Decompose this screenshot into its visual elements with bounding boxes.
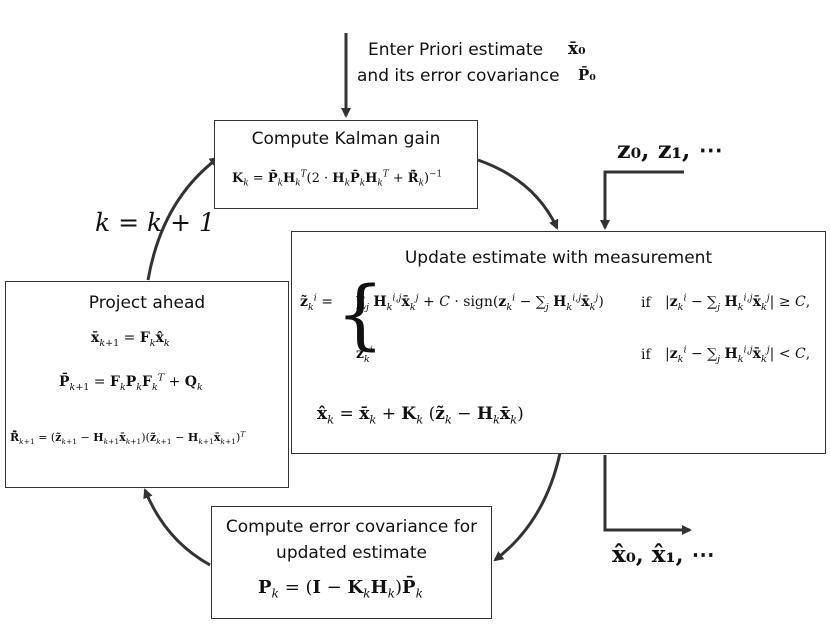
case2-condition: |zki − ∑j Hki,jx̄kj| < C, <box>665 344 811 365</box>
noise-projection-formula: R̃̄k+1 = (z̃k+1 − Hk+1x̄k+1)(z̃k+1 − Hk+… <box>10 429 246 447</box>
entry-label-line2: and its error covariance <box>357 66 560 86</box>
error-covariance-box: Compute error covariance for updated est… <box>211 506 492 619</box>
state-projection-formula: x̄k+1 = Fkx̂k <box>91 330 170 349</box>
covariance-projection-formula: P̄k+1 = FkPkFkT + Qk <box>59 372 203 393</box>
error-covariance-formula: Pk = (I − KkHk)P̄k <box>258 577 423 601</box>
outputs-label: x̂₀, x̂₁, ⋯ <box>612 541 715 568</box>
project-to-gain-arrow <box>146 156 220 281</box>
case2-expression: zki <box>356 344 373 365</box>
case1-if: if <box>641 295 651 311</box>
cases-brace: { <box>336 269 385 358</box>
state-update-formula: x̂k = x̄k + Kk (z̃k − Hkx̄k) <box>317 404 524 427</box>
z-tilde-lhs: z̃ki = <box>300 292 333 313</box>
case1-expression: ∑j Hki,jx̄kj + C · sign(zki − ∑j Hki,jx̄… <box>356 292 604 313</box>
x0-symbol: x̄₀ <box>568 39 586 59</box>
loop-label: k = k + 1 <box>95 208 215 237</box>
case1-condition: |zki − ∑j Hki,jx̄kj| ≥ C, <box>665 292 811 313</box>
error-covariance-title-line2: updated estimate <box>276 543 427 563</box>
case2-if: if <box>641 347 651 363</box>
kalman-gain-title: Compute Kalman gain <box>251 129 441 149</box>
update-estimate-box: Update estimate with measurement z̃ki = … <box>291 231 826 454</box>
kalman-gain-formula: Kk = P̄kHkT(2 · HkP̄kHkT + R̃̄k)−1 <box>232 169 443 189</box>
covariance-to-project-arrow <box>143 488 211 567</box>
project-ahead-title: Project ahead <box>88 293 206 313</box>
gain-to-update-arrow <box>477 158 559 230</box>
error-covariance-title-line1: Compute error covariance for <box>225 517 478 537</box>
measurements-label: z₀, z₁, ⋯ <box>617 135 723 164</box>
output-arrow <box>603 455 692 535</box>
update-estimate-title: Update estimate with measurement <box>404 248 713 268</box>
entry-label-line1: Enter Priori estimate <box>368 40 544 60</box>
update-to-covariance-arrow <box>493 452 562 562</box>
project-ahead-box: Project ahead x̄k+1 = Fkx̂k P̄k+1 = FkPk… <box>5 281 289 488</box>
measurement-input-arrow <box>600 170 684 230</box>
p0-symbol: P̄₀ <box>578 66 596 84</box>
kalman-gain-box: Compute Kalman gain Kk = P̄kHkT(2 · HkP̄… <box>214 120 478 209</box>
